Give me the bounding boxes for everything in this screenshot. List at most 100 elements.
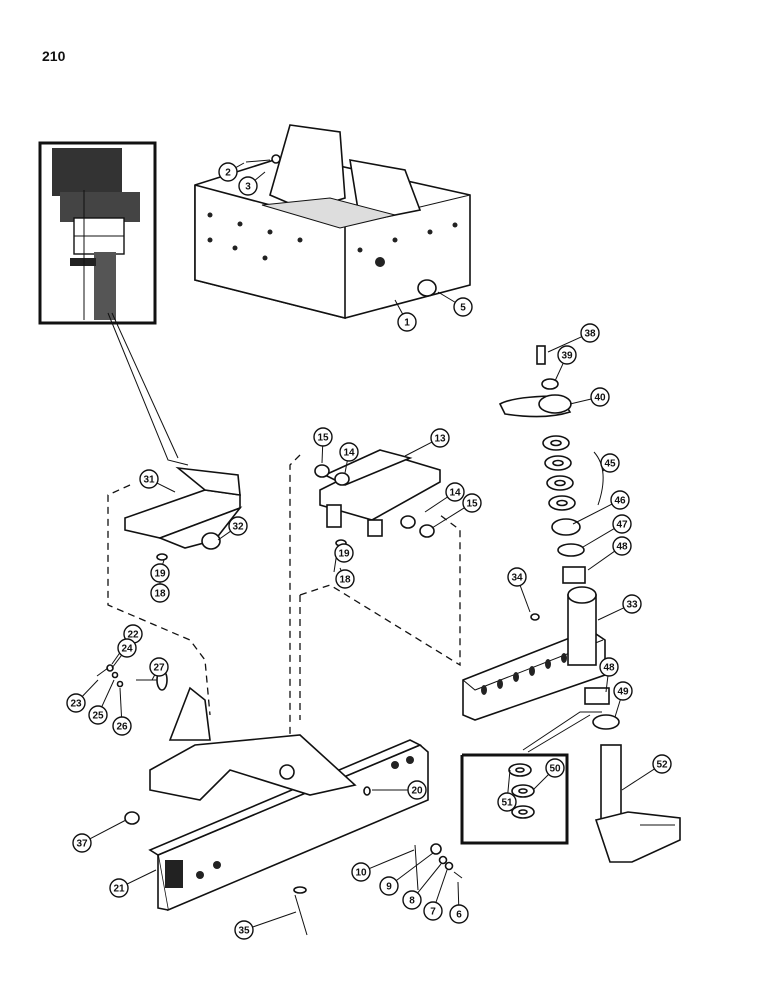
axle-extension-33 (462, 586, 606, 721)
callout-leader (81, 679, 99, 697)
callout-number: 7 (430, 907, 436, 918)
callout-circle (449, 904, 469, 924)
callout-25: 25 (88, 679, 115, 725)
callout-circle (218, 162, 238, 182)
callout-32: 32 (217, 516, 248, 541)
callout-26: 26 (112, 687, 132, 736)
callout-number: 52 (656, 760, 668, 771)
callout-20: 20 (372, 780, 427, 800)
callout-circle (139, 469, 159, 489)
steering-arm-stack (498, 345, 604, 584)
callout-number: 24 (121, 644, 133, 655)
callout-14: 14 (424, 482, 465, 513)
callout-leader (587, 550, 615, 571)
callout-37: 37 (72, 819, 127, 853)
callout-33: 33 (597, 594, 642, 621)
callout-number: 2 (225, 168, 231, 179)
callout-circle (149, 657, 169, 677)
callout-circle (117, 638, 137, 658)
callout-18: 18 (335, 567, 355, 589)
callout-number: 6 (456, 910, 462, 921)
callout-13: 13 (404, 428, 450, 457)
callout-number: 14 (343, 448, 355, 459)
callout-leader (252, 911, 297, 928)
callout-circle (228, 516, 248, 536)
callout-number: 10 (355, 868, 367, 879)
callout-number: 18 (154, 589, 166, 600)
callout-51: 51 (497, 769, 517, 812)
callout-number: 47 (616, 520, 628, 531)
callout-number: 22 (127, 630, 139, 641)
callout-circle (88, 705, 108, 725)
callout-circle (351, 862, 371, 882)
washer-inset (460, 711, 602, 845)
callout-number: 27 (153, 663, 165, 674)
callout-leader (404, 441, 433, 457)
callout-circle (238, 176, 258, 196)
callout-number: 35 (238, 926, 250, 937)
callout-5: 5 (437, 291, 473, 317)
support-bracket-13 (314, 449, 441, 573)
callout-leader (235, 162, 245, 169)
callout-number: 1 (404, 318, 410, 329)
callout-number: 8 (409, 896, 415, 907)
callout-leader (321, 445, 324, 464)
callout-leader (119, 687, 123, 718)
callout-leader (597, 607, 625, 621)
callout-leader (162, 559, 165, 565)
guide-line-left (107, 484, 211, 716)
callout-leader (547, 336, 583, 353)
callout-number: 14 (449, 488, 461, 499)
callout-49: 49 (613, 681, 633, 718)
callout-circle (462, 493, 482, 513)
callout-15: 15 (431, 493, 482, 529)
callout-leader (572, 503, 613, 525)
callout-leader (101, 679, 115, 708)
callout-leader (417, 863, 442, 894)
callout-circle (652, 754, 672, 774)
callout-leader (605, 675, 609, 693)
housing-assembly (194, 124, 471, 320)
callout-number: 32 (232, 522, 244, 533)
callout-2: 2 (218, 162, 245, 182)
callout-circle (599, 657, 619, 677)
callout-circle (557, 345, 577, 365)
callout-circle (445, 482, 465, 502)
callout-leader (151, 674, 156, 681)
callout-50: 50 (532, 758, 565, 791)
callout-number: 3 (245, 182, 251, 193)
callout-leader (126, 869, 157, 885)
callout-circle (402, 890, 422, 910)
callout-circle (612, 536, 632, 556)
callout-circle (612, 514, 632, 534)
callout-circle (545, 758, 565, 778)
callout-leader (621, 768, 655, 791)
callout-leader (394, 299, 404, 315)
callout-circle (590, 387, 610, 407)
callout-35: 35 (234, 911, 297, 940)
callout-number: 15 (466, 499, 478, 510)
callout-number: 21 (113, 884, 125, 895)
callout-48: 48 (587, 536, 632, 571)
callout-31: 31 (139, 469, 176, 493)
callout-circle (339, 442, 359, 462)
callout-14: 14 (339, 442, 359, 474)
callout-number: 38 (584, 329, 596, 340)
support-bracket-31 (124, 466, 243, 581)
callout-leader (431, 507, 465, 529)
callout-19: 19 (150, 559, 170, 583)
callout-leader (111, 654, 122, 669)
callout-leader (507, 769, 511, 794)
callout-27: 27 (149, 657, 169, 681)
callout-52: 52 (621, 754, 672, 791)
callout-circle (150, 563, 170, 583)
callout-circle (622, 594, 642, 614)
callout-number: 49 (617, 687, 629, 698)
callout-24: 24 (111, 638, 137, 669)
callout-circle (453, 297, 473, 317)
callout-number: 51 (501, 798, 513, 809)
callout-number: 48 (616, 542, 628, 553)
callout-48: 48 (599, 657, 619, 693)
callout-number: 13 (434, 434, 446, 445)
